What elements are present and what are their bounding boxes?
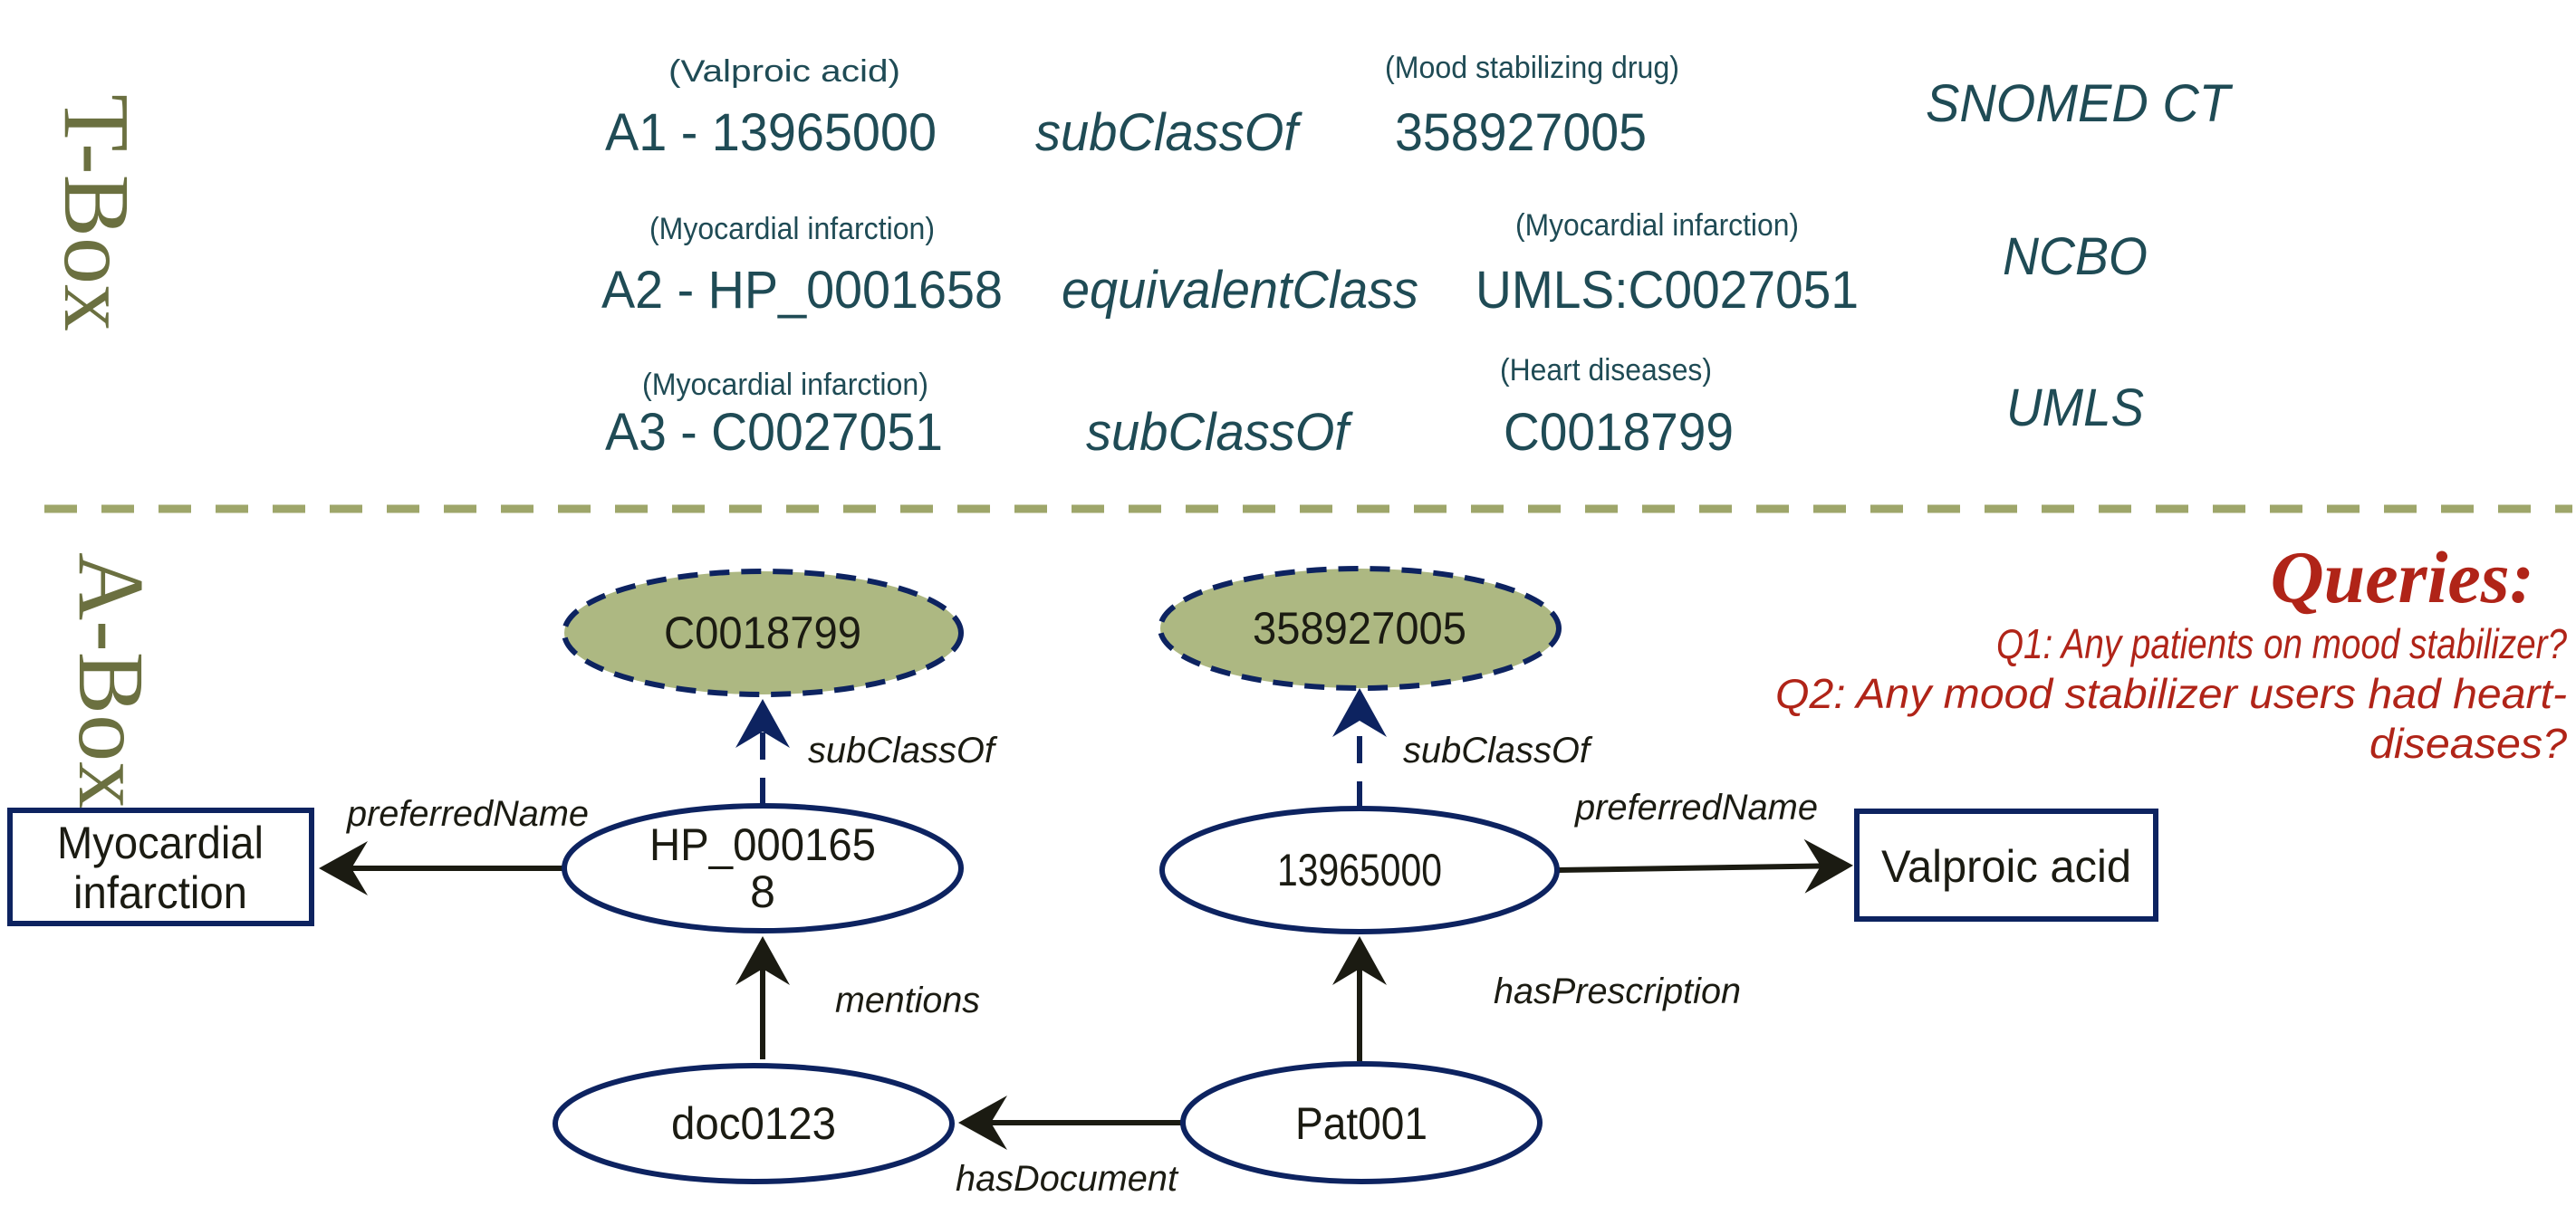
node-doc0123[interactable]: doc0123 — [553, 1063, 955, 1184]
tbox-section-label: T-Box — [44, 94, 149, 331]
axiom-object-note: (Mood stabilizing drug) — [1385, 51, 1679, 85]
literal-label-line1: Myocardial — [57, 818, 264, 868]
edge-drug-preferredname — [1557, 838, 1853, 894]
axiom-relation: subClassOf — [1086, 403, 1354, 462]
node-label: 13965000 — [1277, 845, 1442, 895]
edge-label-hp-subclassof: subClassOf — [808, 731, 998, 770]
tbox-axiom-a2: (Myocardial infarction) A2 - HP_0001658 … — [601, 208, 2148, 320]
node-13965000[interactable]: 13965000 — [1159, 806, 1560, 934]
axiom-subject: A2 - HP_0001658 — [601, 261, 1003, 320]
node-pat001[interactable]: Pat001 — [1180, 1061, 1543, 1184]
class-node-mood-stabilizer[interactable]: 358927005 — [1158, 566, 1562, 691]
axiom-subject: A1 - 13965000 — [605, 103, 937, 162]
node-label-line2: 8 — [750, 866, 775, 917]
axiom-relation: subClassOf — [1035, 103, 1303, 162]
literal-label: Valproic acid — [1881, 841, 2131, 892]
edge-label-drug-preferredname: preferredName — [1574, 788, 1818, 828]
query-line-3: diseases? — [2369, 720, 2567, 767]
axiom-source: NCBO — [2003, 227, 2148, 286]
axiom-object: 358927005 — [1395, 103, 1647, 162]
axiom-object-note: (Heart diseases) — [1500, 353, 1712, 388]
query-line-2: Q2: Any mood stabilizer users had heart- — [1775, 670, 2567, 717]
literal-valproic-acid[interactable]: Valproic acid — [1854, 809, 2158, 922]
axiom-subject-note: (Valproic acid) — [668, 54, 900, 89]
queries-title: Queries: — [2270, 536, 2534, 618]
axiom-subject-note: (Myocardial infarction) — [642, 368, 928, 402]
edge-label-hp-preferredname: preferredName — [346, 794, 589, 834]
axiom-source: SNOMED CT — [1926, 74, 2233, 133]
query-line-1: Q1: Any patients on mood stabilizer? — [1996, 620, 2567, 667]
axiom-object-note: (Myocardial infarction) — [1515, 208, 1799, 243]
edge-label-mentions: mentions — [835, 981, 980, 1020]
node-label: doc0123 — [671, 1098, 836, 1149]
abox-section-label: A-Box — [59, 552, 163, 809]
axiom-object: UMLS:C0027051 — [1475, 261, 1859, 320]
tbox-axiom-a3: (Myocardial infarction) A3 - C0027051 su… — [605, 353, 2144, 462]
class-node-label: C0018799 — [664, 608, 861, 658]
axiom-object: C0018799 — [1504, 403, 1734, 462]
tbox-axiom-a1: (Valproic acid) A1 - 13965000 subClassOf… — [605, 51, 2233, 162]
literal-label-line2: infarction — [73, 867, 247, 918]
node-label: Pat001 — [1295, 1098, 1427, 1149]
edge-label-hasprescription: hasPrescription — [1494, 972, 1741, 1011]
class-node-label: 358927005 — [1253, 603, 1466, 654]
axiom-subject-note: (Myocardial infarction) — [649, 212, 935, 246]
axiom-subject: A3 - C0027051 — [605, 403, 943, 462]
edge-label-hasdocument: hasDocument — [956, 1159, 1179, 1199]
axiom-relation: equivalentClass — [1062, 261, 1418, 320]
node-label-line1: HP_000165 — [649, 819, 876, 870]
literal-myocardial-infarction[interactable]: Myocardial infarction — [7, 808, 314, 926]
edge-label-drug-subclassof: subClassOf — [1403, 731, 1593, 770]
class-node-heart-diseases[interactable]: C0018799 — [562, 569, 964, 697]
axiom-source: UMLS — [2006, 378, 2144, 437]
queries-panel: Queries: Q1: Any patients on mood stabil… — [1775, 536, 2567, 767]
node-hp-0001658[interactable]: HP_000165 8 — [562, 803, 964, 933]
